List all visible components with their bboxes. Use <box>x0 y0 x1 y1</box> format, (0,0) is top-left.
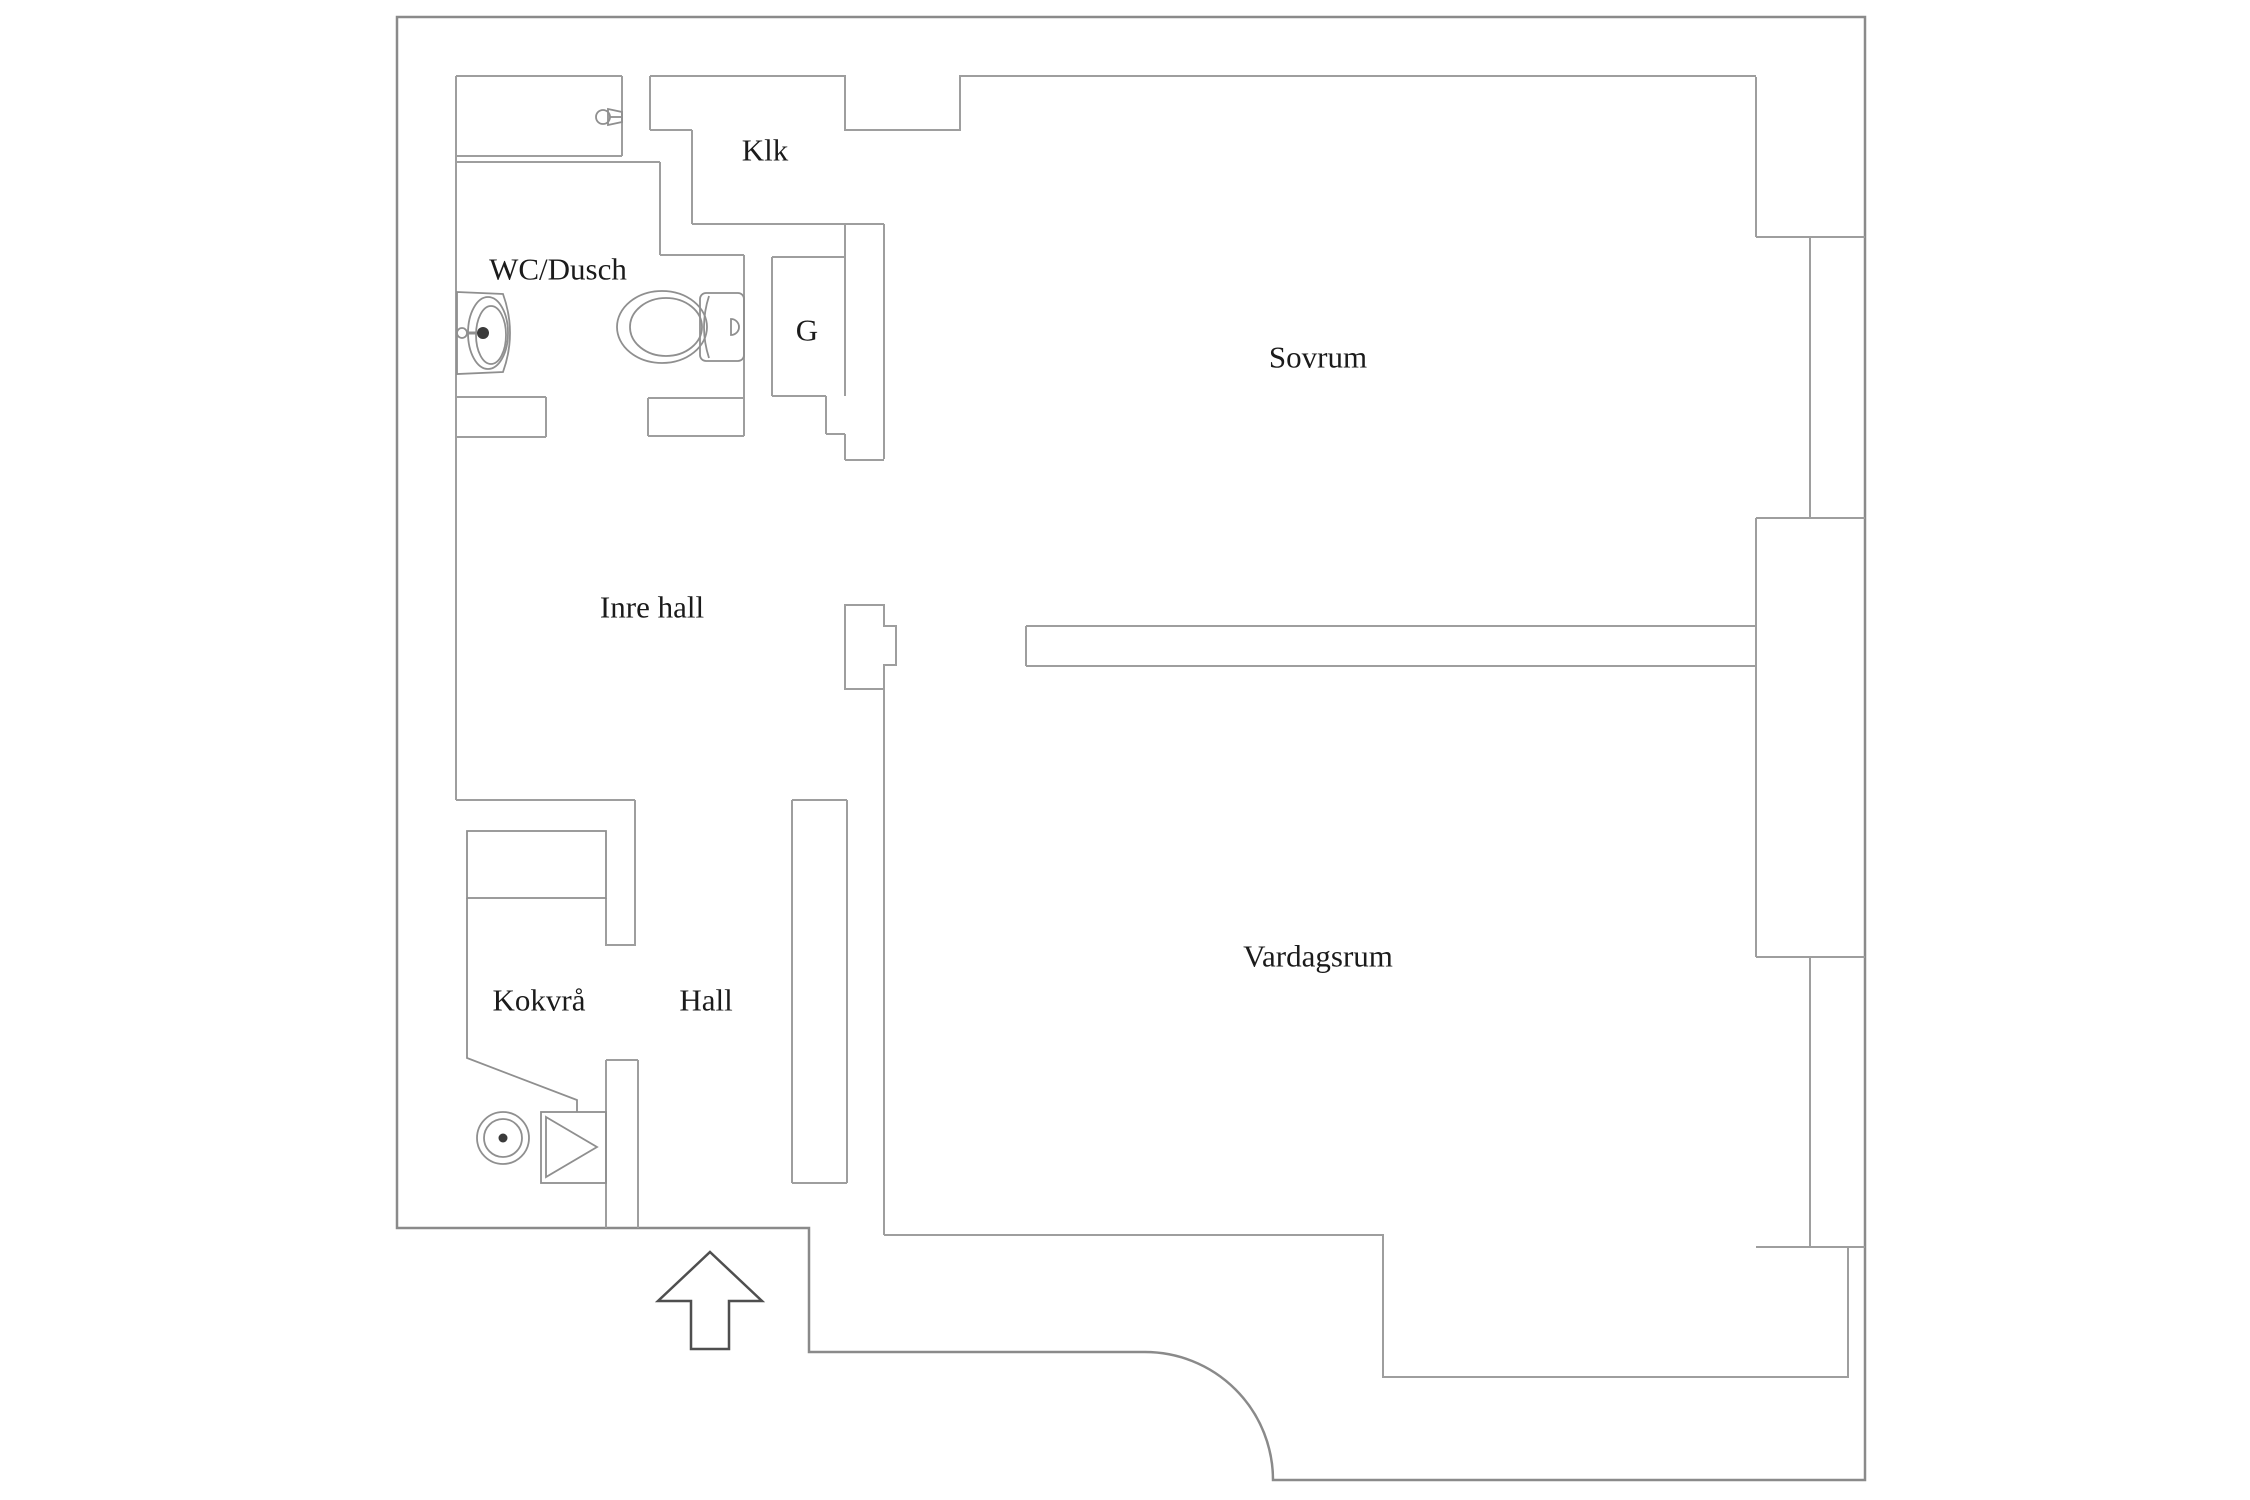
fridge-fixture-shape <box>540 1111 607 1184</box>
room-label-klk: Klk <box>742 133 789 168</box>
stove-fixture <box>476 1111 530 1165</box>
room-label-hall: Hall <box>679 983 732 1018</box>
wall-segment <box>844 604 897 690</box>
fixture-layer <box>456 107 745 1184</box>
wall-segment <box>605 800 636 946</box>
kitchen-counter <box>466 830 607 1112</box>
entrance-arrow-icon <box>654 1250 766 1351</box>
room-label-vardagsrum: Vardagsrum <box>1243 939 1393 974</box>
entrance-arrow-layer <box>654 1250 766 1351</box>
shower-head-icon-shape <box>607 107 623 127</box>
toilet-fixture-shape <box>629 297 703 357</box>
fridge-fixture-shape <box>545 1115 599 1179</box>
wall-segment <box>650 75 1756 131</box>
toilet-fixture <box>616 290 745 364</box>
room-label-wc-dusch: WC/Dusch <box>489 252 627 287</box>
toilet-fixture-shape <box>730 318 740 336</box>
wall-layer <box>455 75 1865 1378</box>
kitchen-counter-shape <box>466 898 578 1112</box>
outer-wall <box>395 15 1867 1482</box>
toilet-fixture-shape <box>616 290 708 364</box>
fridge-fixture <box>540 1111 607 1184</box>
sink-fixture <box>456 291 511 375</box>
room-label-inre-hall: Inre hall <box>600 590 704 625</box>
room-label-kokvra: Kokvrå <box>493 983 586 1018</box>
stove-fixture-shape <box>498 1133 508 1143</box>
outer-boundary-layer <box>395 15 1867 1482</box>
stove-fixture-shape <box>476 1111 530 1165</box>
sink-fixture-shape <box>456 291 511 375</box>
room-label-g: G <box>796 313 818 348</box>
toilet-fixture-shape <box>703 295 710 359</box>
sink-fixture-shape <box>477 327 489 339</box>
wall-segment <box>884 1234 1849 1378</box>
stove-fixture-shape <box>483 1118 523 1158</box>
shower-head-icon <box>595 107 623 127</box>
toilet-fixture-shape <box>699 292 745 362</box>
sink-fixture-shape <box>456 327 468 339</box>
room-label-sovrum: Sovrum <box>1269 340 1367 375</box>
sink-fixture-shape <box>475 305 507 365</box>
kitchen-counter-shape <box>466 830 607 899</box>
